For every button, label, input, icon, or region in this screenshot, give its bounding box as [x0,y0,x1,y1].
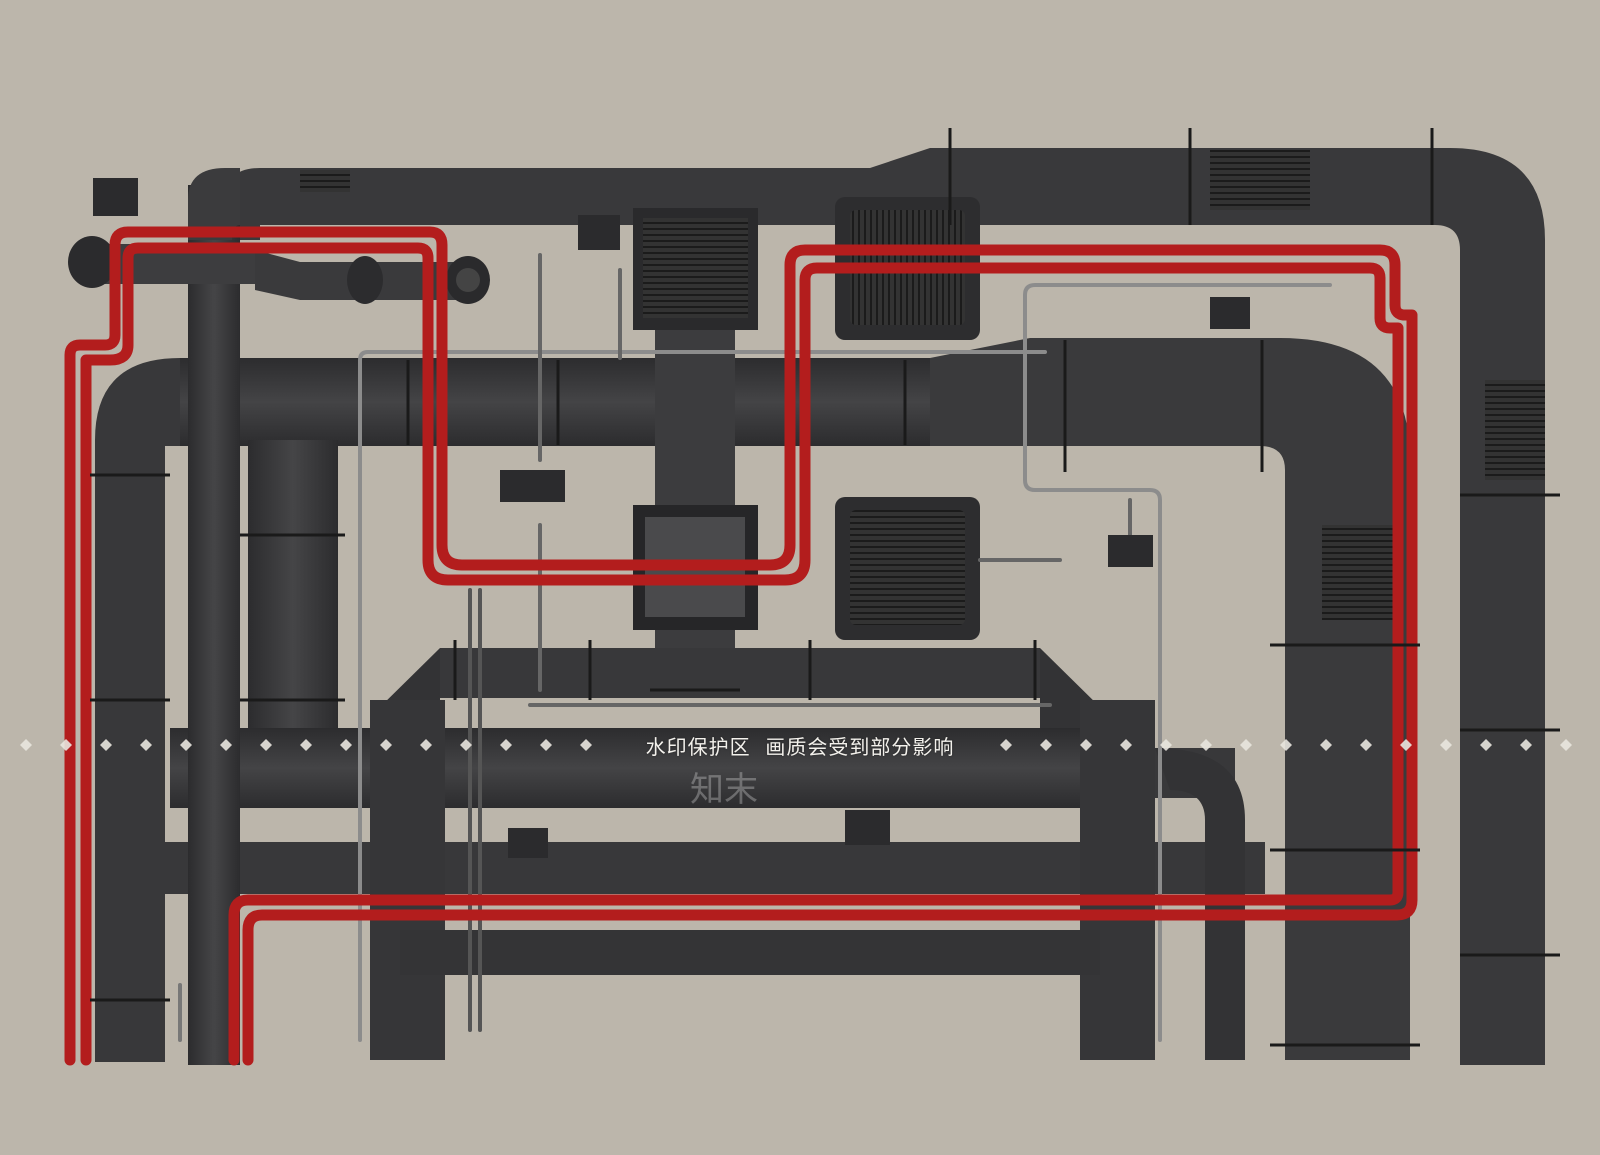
grille-upper-center [633,208,758,330]
hanger-supports [90,128,1560,1047]
cassette-unit-middle [835,497,980,640]
junction-boxes [93,178,1250,858]
fire-pipe-network [64,226,1418,1066]
conduit-network [178,253,1332,1042]
watermark-dots [20,739,1572,751]
side-grilles [300,150,1545,620]
supply-duct-left-vertical [248,440,338,730]
main-duct-lower [165,700,1265,1060]
